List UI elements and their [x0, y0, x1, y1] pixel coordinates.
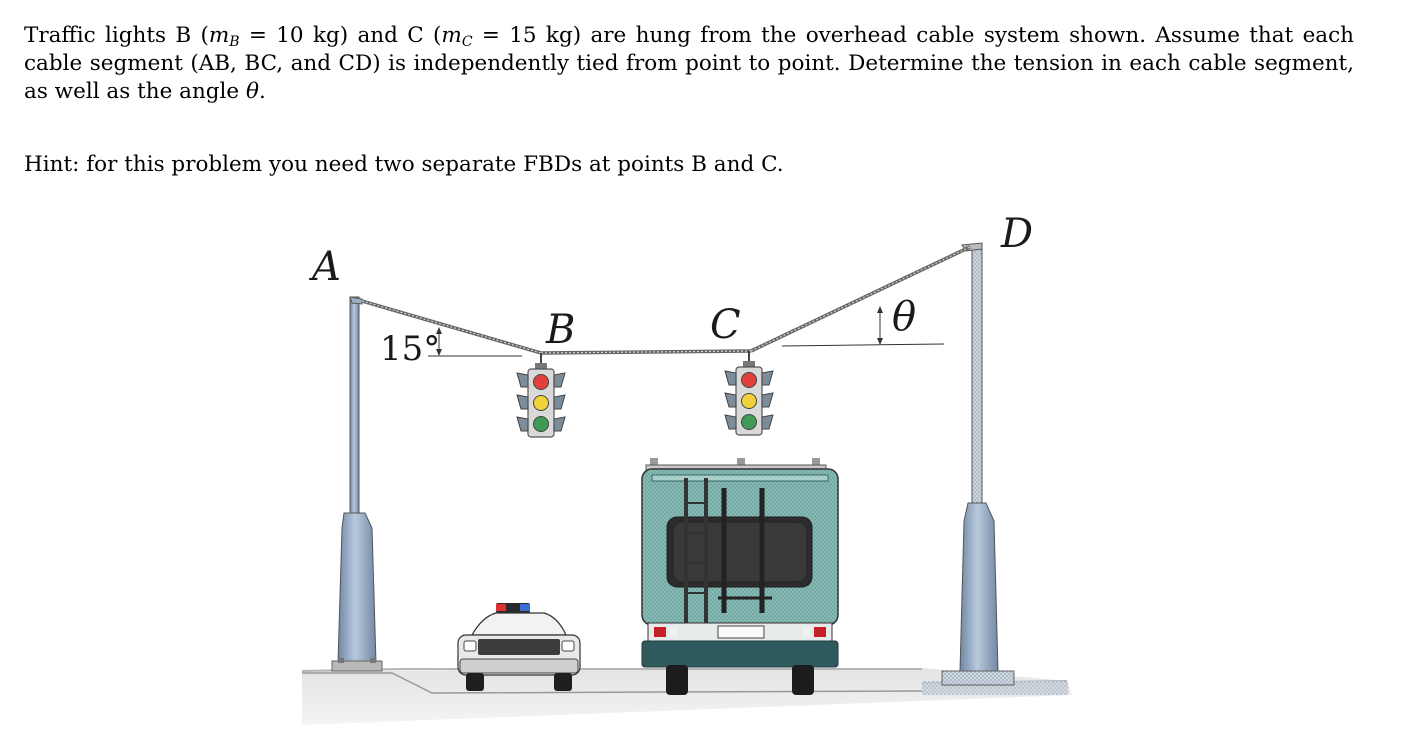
traffic-light-c: [724, 351, 774, 436]
pole-a: [331, 296, 383, 672]
angle-theta-label: θ: [892, 294, 916, 340]
problem-text-4: .: [258, 79, 266, 104]
label-b: B: [545, 307, 575, 353]
mass-b-symbol: mB: [208, 23, 240, 50]
van: [641, 458, 839, 695]
cable-system-diagram: A B C D 15° θ: [301, 211, 1072, 725]
mass-c-symbol: mC: [441, 23, 473, 50]
label-a: A: [308, 244, 341, 290]
traffic-light-figure: A B C D 15° θ: [282, 203, 1082, 733]
theta-symbol: θ: [246, 79, 259, 104]
traffic-light-b: [516, 353, 566, 438]
problem-text-2: = 10 kg) and C (: [239, 23, 442, 48]
angle-15-label: 15°: [380, 329, 440, 369]
problem-text-1: Traffic lights B (: [24, 23, 209, 48]
angle-15-marker: [428, 327, 522, 357]
label-d: D: [1000, 211, 1033, 257]
problem-text-3: = 15 kg) are hung from the overhead cabl…: [24, 23, 1354, 104]
hint-text: Hint: for this problem you need two sepa…: [24, 152, 784, 177]
label-c: C: [710, 302, 741, 348]
problem-statement: Traffic lights B (mB = 10 kg) and C (mC …: [24, 22, 1354, 106]
angle-theta-marker: [781, 306, 945, 347]
police-car: [457, 603, 581, 691]
pole-d: [941, 242, 1015, 686]
cable-system: [361, 245, 971, 355]
